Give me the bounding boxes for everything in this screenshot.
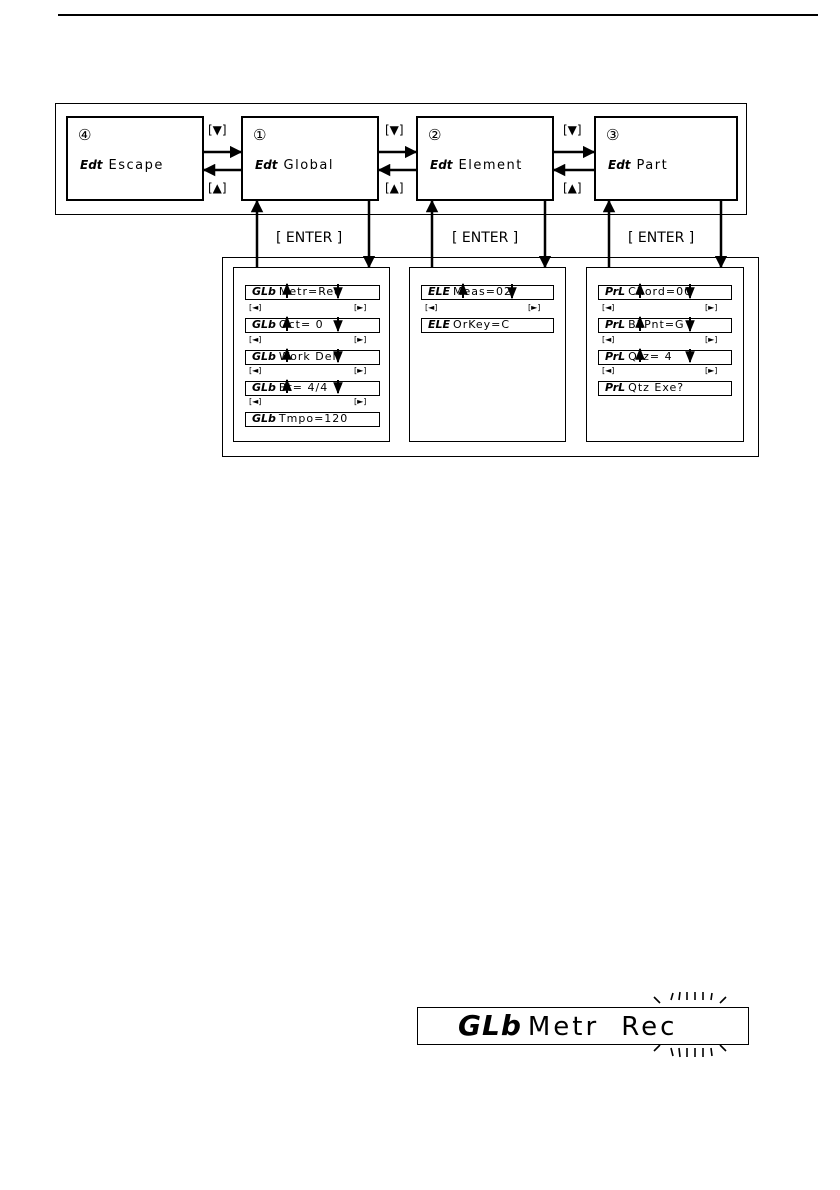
down-key-hint: [▼] bbox=[208, 123, 227, 137]
left-key-hint: [◄] bbox=[602, 335, 615, 344]
mode-number: ④ bbox=[78, 126, 92, 144]
sub-menus-group bbox=[222, 257, 759, 457]
up-key-hint: [▲] bbox=[563, 181, 582, 195]
enter-key-label: [ ENTER ] bbox=[276, 230, 343, 246]
mode-number: ① bbox=[253, 126, 267, 144]
right-key-hint: [►] bbox=[705, 335, 718, 344]
left-key-hint: [◄] bbox=[249, 303, 262, 312]
right-key-hint: [►] bbox=[354, 366, 367, 375]
up-key-hint: [▲] bbox=[208, 181, 227, 195]
left-key-hint: [◄] bbox=[425, 303, 438, 312]
edit-modes-group bbox=[55, 103, 747, 215]
down-key-hint: [▼] bbox=[563, 123, 582, 137]
lcd-prefix: GLb bbox=[458, 1009, 522, 1042]
right-key-hint: [►] bbox=[354, 335, 367, 344]
right-key-hint: [►] bbox=[354, 303, 367, 312]
left-key-hint: [◄] bbox=[602, 366, 615, 375]
enter-key-label: [ ENTER ] bbox=[452, 230, 519, 246]
right-key-hint: [►] bbox=[705, 366, 718, 375]
lcd-blinking-value: Rec bbox=[621, 1012, 678, 1042]
page-rule bbox=[58, 14, 818, 16]
left-key-hint: [◄] bbox=[249, 335, 262, 344]
up-key-hint: [▲] bbox=[385, 181, 404, 195]
enter-key-label: [ ENTER ] bbox=[628, 230, 695, 246]
mode-number: ② bbox=[428, 126, 442, 144]
left-key-hint: [◄] bbox=[602, 303, 615, 312]
left-key-hint: [◄] bbox=[249, 397, 262, 406]
lcd-parameter: Metr bbox=[527, 1012, 600, 1042]
mode-number: ③ bbox=[606, 126, 620, 144]
right-key-hint: [►] bbox=[354, 397, 367, 406]
right-key-hint: [►] bbox=[528, 303, 541, 312]
left-key-hint: [◄] bbox=[249, 366, 262, 375]
down-key-hint: [▼] bbox=[385, 123, 404, 137]
right-key-hint: [►] bbox=[705, 303, 718, 312]
